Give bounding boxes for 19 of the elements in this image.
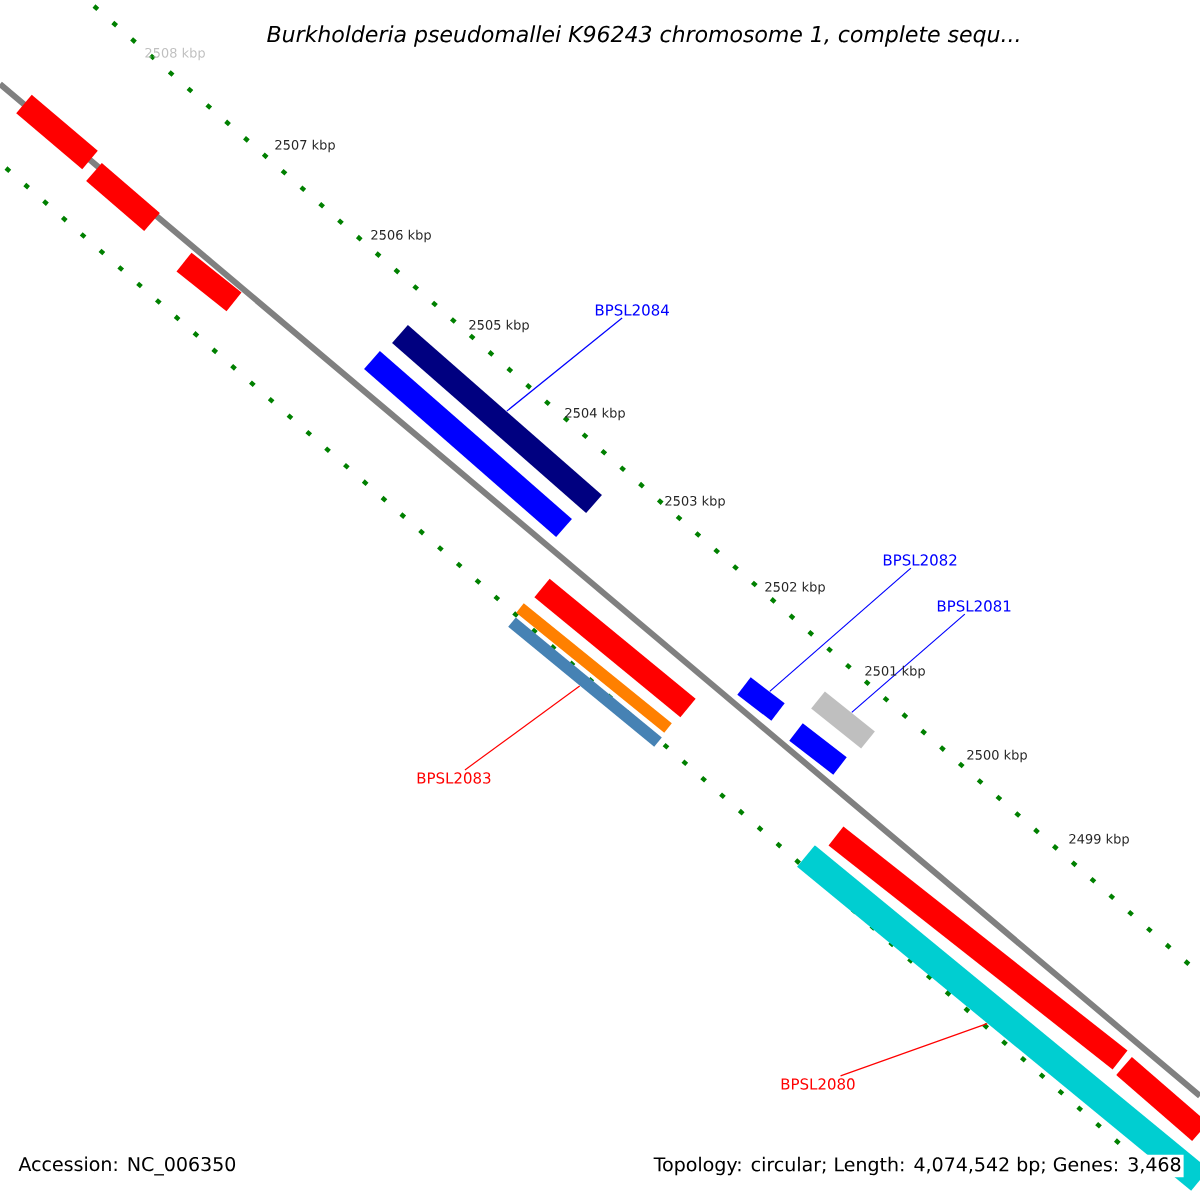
gene-bar (176, 252, 242, 312)
gene-bar (789, 723, 847, 775)
gene-bar (516, 603, 672, 733)
gene-bar (737, 677, 785, 721)
gene-bar (811, 691, 875, 749)
summary-text: Topology: circular; Length: 4,074,542 bp; Genes: 3,468 (651, 1154, 1184, 1178)
gene-bar (508, 617, 662, 747)
gene-bar (828, 826, 1128, 1070)
leader-line (851, 613, 966, 713)
accession-text: Accession: NC_006350 (18, 1156, 236, 1176)
leader-line (464, 685, 581, 771)
gene-bar (86, 162, 160, 232)
leader-line (506, 317, 623, 412)
gene-bar (1116, 1057, 1200, 1142)
leader-line (839, 1023, 988, 1077)
title: Burkholderia pseudomallei K96243 chromosome 1, complete sequ... (267, 25, 1019, 47)
gene-bar (534, 578, 696, 718)
leader-line (769, 567, 912, 692)
gene-bar (16, 94, 98, 170)
